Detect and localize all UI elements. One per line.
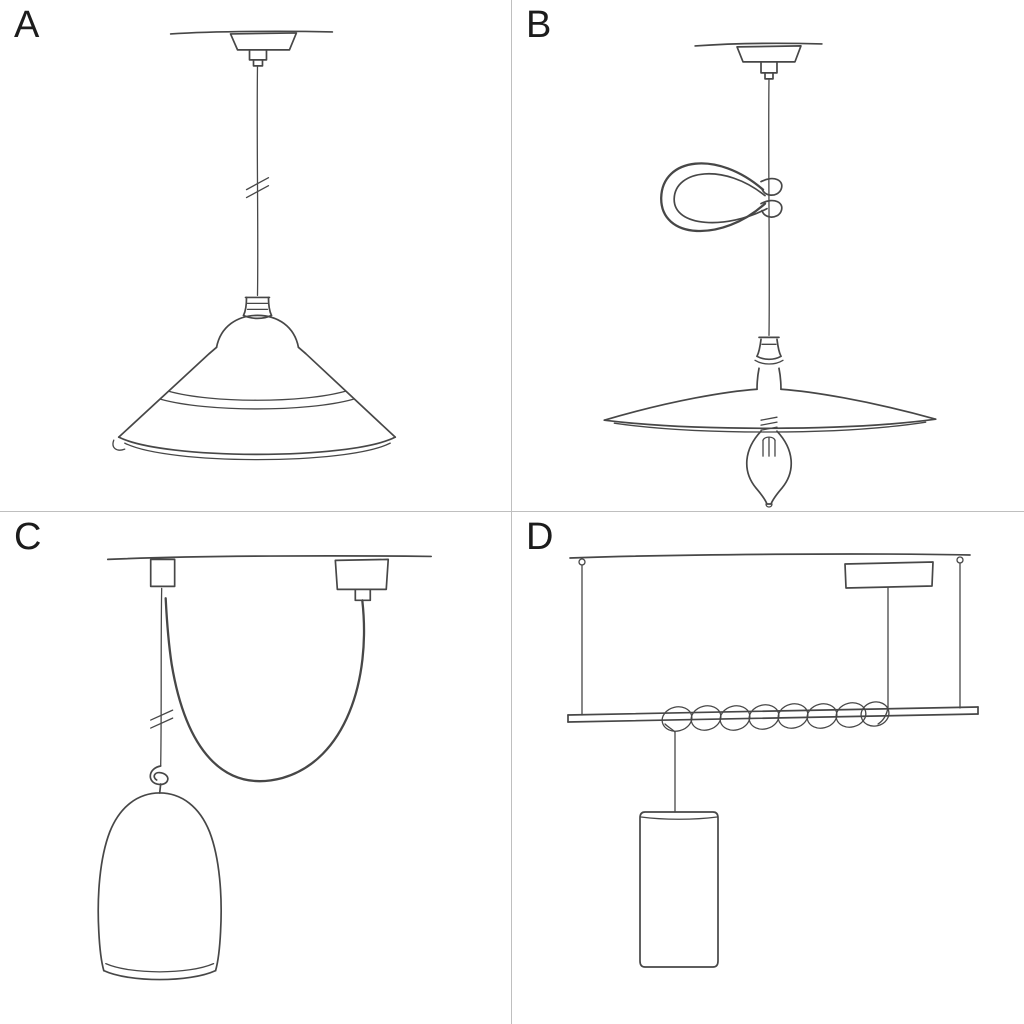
cable-loop — [660, 162, 783, 233]
panel-label-b: B — [526, 4, 553, 46]
support-cables — [578, 556, 964, 716]
hanging-bar — [567, 706, 979, 723]
ceiling-line — [569, 553, 971, 559]
swag-hook-mount — [149, 558, 176, 588]
swag-pendant-bell-shade-sketch — [97, 555, 433, 981]
bowl-shade — [112, 314, 397, 461]
cable-knot — [149, 765, 169, 786]
panel-b: B — [512, 0, 1024, 512]
panel-label-c: C — [14, 516, 43, 558]
lamp-holder — [242, 296, 273, 320]
panel-a: A — [0, 0, 512, 512]
coiled-cable — [661, 701, 890, 733]
lamp-holder — [754, 336, 784, 365]
light-bulb — [745, 416, 793, 508]
ceiling-line — [106, 555, 433, 561]
panel-label-a: A — [14, 4, 41, 46]
drop-cable — [160, 587, 163, 767]
pendant-bowl-shade-sketch — [112, 30, 397, 461]
panel-c: C — [0, 512, 512, 1024]
ceiling-rose — [736, 45, 802, 63]
ceiling-line — [169, 30, 334, 35]
tube-shade — [639, 811, 719, 968]
swag-cable — [164, 597, 366, 783]
pendant-cable — [256, 65, 259, 297]
panel-d: D — [512, 512, 1024, 1024]
ceiling-line — [694, 42, 823, 47]
ceiling-rose — [334, 558, 390, 591]
bell-shade — [97, 783, 222, 981]
panel-label-d: D — [526, 516, 555, 558]
ceiling-rose — [844, 561, 934, 589]
pendant-cable — [768, 78, 770, 336]
ceiling-rose — [229, 32, 298, 51]
flat-saucer-shade — [603, 367, 937, 433]
pendant-bar-tube-shade-sketch — [567, 553, 979, 968]
pendant-flat-shade-bulb-sketch — [603, 42, 937, 508]
